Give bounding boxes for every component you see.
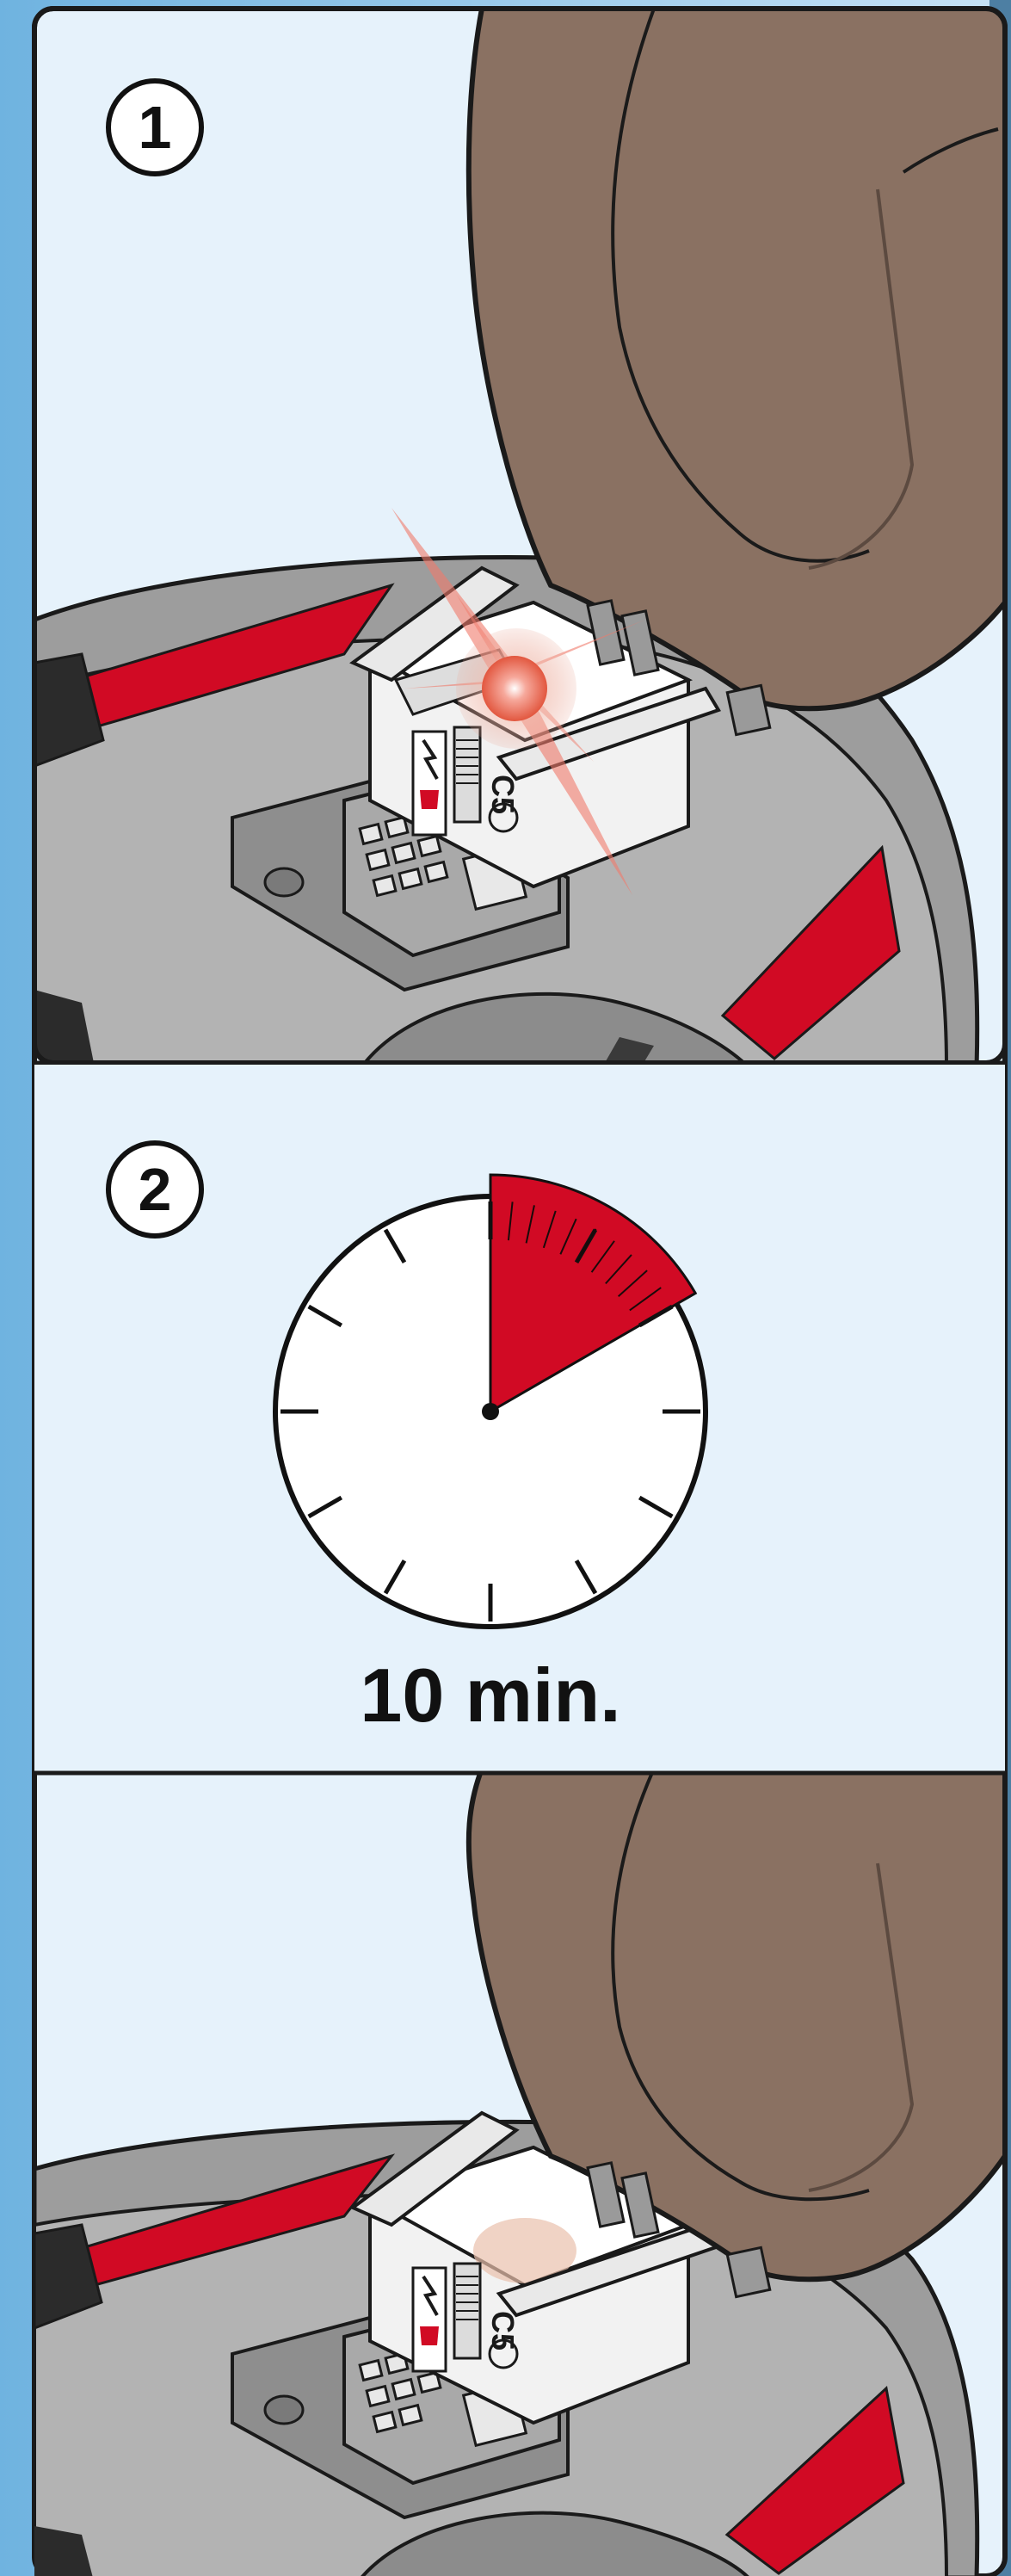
svg-text:C5: C5 (485, 2311, 521, 2351)
step-2-number: 2 (116, 1151, 194, 1228)
svg-text:C5: C5 (485, 775, 521, 814)
step-1-number: 1 (116, 89, 194, 166)
timer-duration-label: 10 min. (258, 1644, 723, 1747)
